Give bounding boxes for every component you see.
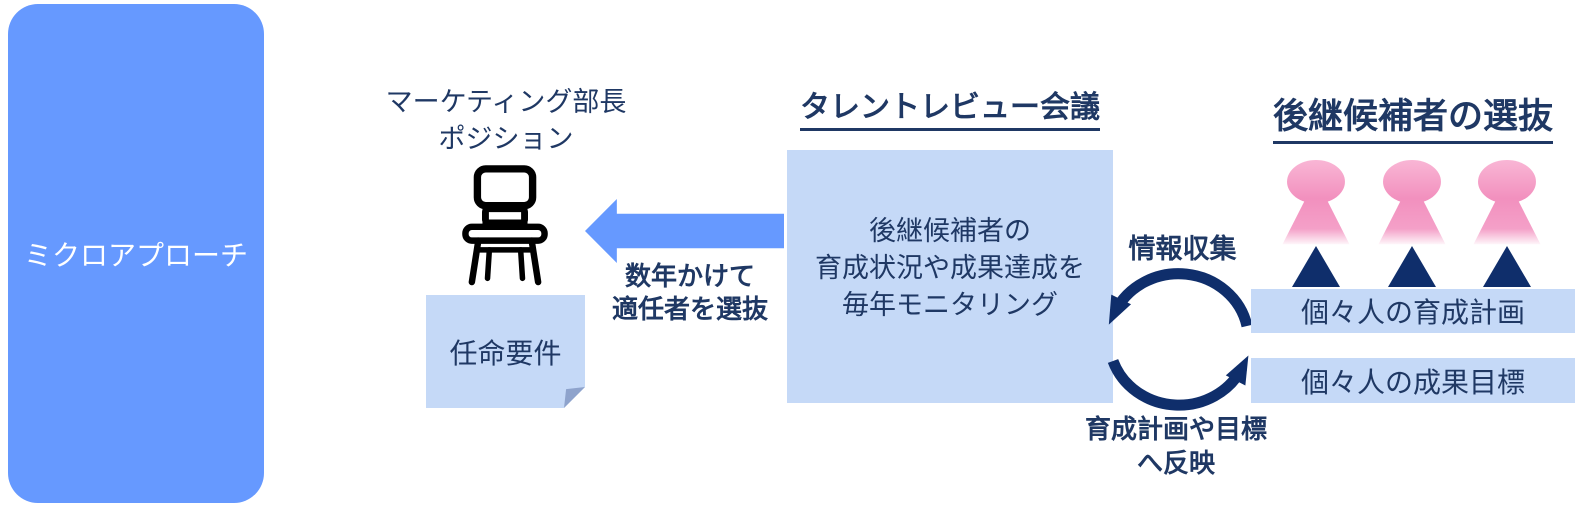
position-card: 任命要件 [426,152,585,408]
selection-arrow-caption: 数年かけて 適任者を選抜 [590,261,790,327]
performance-goal-label: 個々人の成果目標 [1300,365,1525,399]
micro-approach-panel: ミクロアプローチ [8,4,264,503]
reflect-label-line1: 育成計画や目標 [1084,415,1267,445]
talent-review-title: タレントレビュー会議 [787,82,1113,131]
position-card-chair-area [426,152,585,295]
up-arrow-icon [1483,246,1531,287]
performance-goal-box: 個々人の成果目標 [1251,358,1575,403]
selection-caption-line1: 数年かけて [624,262,755,292]
talent-review-body-line3: 毎年モニタリング [842,290,1058,321]
development-plan-box: 個々人の育成計画 [1251,289,1575,333]
person-icon [1473,160,1541,245]
talent-review-body-line1: 後継候補者の [869,216,1031,247]
info-gathering-label: 情報収集 [1128,234,1237,265]
position-card-label: マーケティング部長 ポジション [355,84,657,158]
successor-selection-title: 後継候補者の選抜 [1248,88,1578,144]
reflect-to-plans-label: 育成計画や目標 へ反映 [1026,413,1326,481]
position-card-label-line2: ポジション [438,124,574,155]
position-card-footer: 任命要件 [426,295,585,408]
person-icon [1378,160,1446,245]
talent-review-box: 後継候補者の 育成状況や成果達成を 毎年モニタリング [787,150,1113,403]
talent-review-body-line2: 育成状況や成果達成を [815,253,1085,284]
selection-caption-line2: 適任者を選抜 [611,295,768,325]
up-arrow-icon [1292,246,1340,287]
left-arrow-icon [585,199,784,263]
reflect-label-line2: へ反映 [1136,449,1215,479]
position-card-label-line1: マーケティング部長 [385,87,627,118]
person-icon [1282,160,1350,245]
up-arrow-icon [1388,246,1436,287]
talent-review-body: 後継候補者の 育成状況や成果達成を 毎年モニタリング [787,150,1113,324]
chair-icon [462,165,548,286]
folded-corner-icon [564,387,585,408]
development-plan-label: 個々人の育成計画 [1300,296,1525,329]
appointment-requirements-label: 任命要件 [449,336,562,370]
micro-approach-label: ミクロアプローチ [23,238,248,272]
cycle-arrows-icon [1107,268,1253,411]
